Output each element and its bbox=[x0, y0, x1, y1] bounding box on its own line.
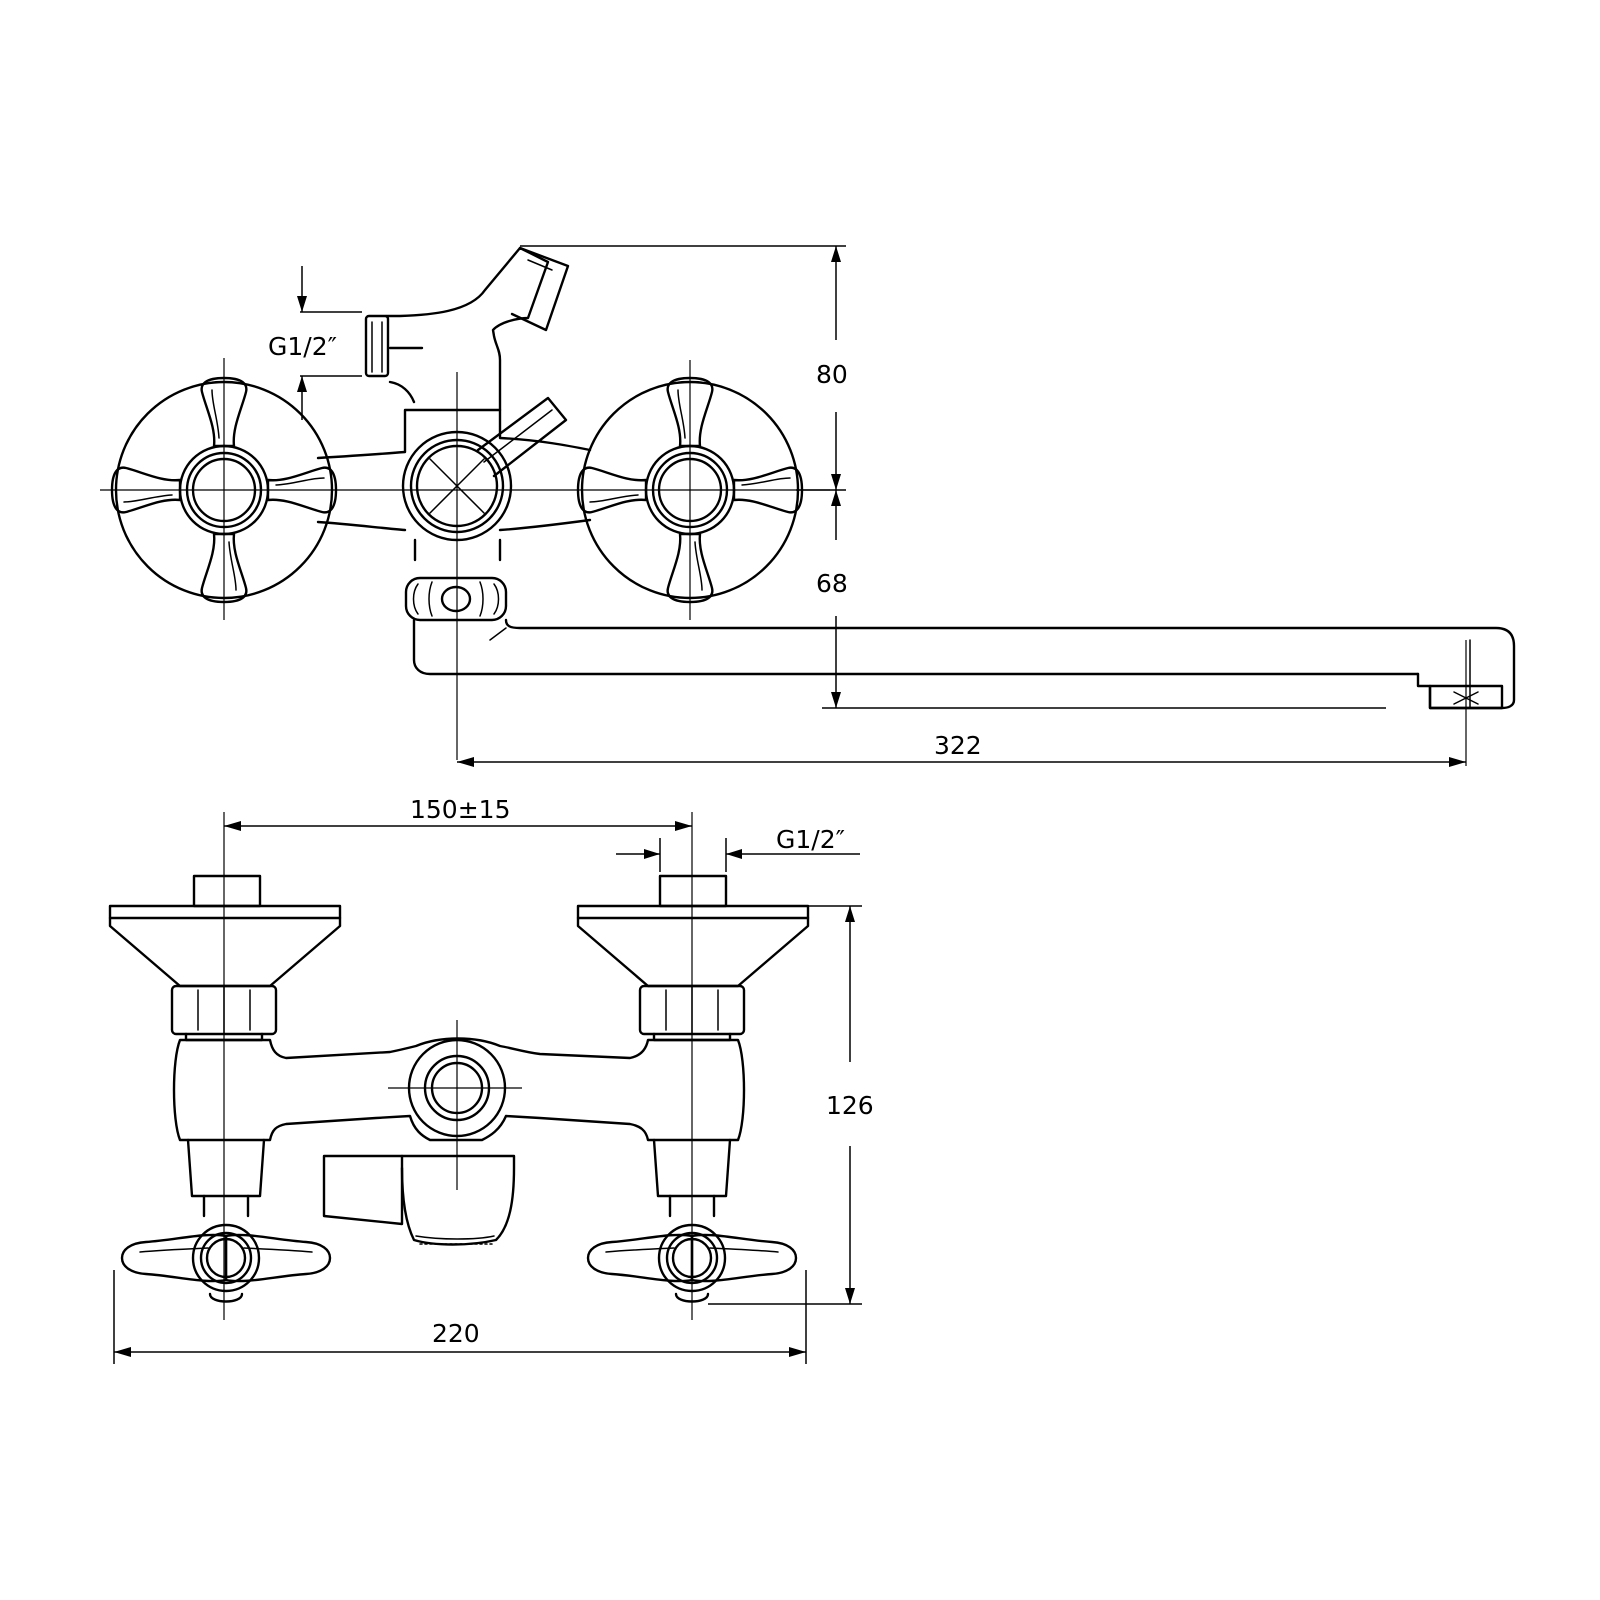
dim-spout-length: 322 bbox=[457, 731, 1466, 767]
mixer-body-front bbox=[172, 1037, 746, 1142]
diverter-dial bbox=[401, 372, 568, 760]
dim-label-spout-length: 322 bbox=[934, 731, 982, 760]
dim-label-thread-bottom: G1/2″ bbox=[776, 825, 845, 854]
left-front-handle bbox=[122, 1225, 330, 1302]
dim-thread-top: G1/2″ bbox=[268, 266, 362, 420]
shower-outlet-connector bbox=[364, 314, 424, 404]
dim-label-spout-height: 68 bbox=[816, 569, 848, 598]
left-connection bbox=[108, 874, 342, 1042]
dim-height-top: 80 bbox=[520, 245, 848, 491]
front-view: 150±15 G1/2″ 126 bbox=[108, 795, 874, 1364]
dim-label-thread-top: G1/2″ bbox=[268, 332, 337, 361]
right-connection bbox=[576, 874, 810, 1042]
left-stem bbox=[186, 1138, 266, 1218]
spout-swivel bbox=[404, 576, 508, 622]
dim-thread-bottom: G1/2″ bbox=[616, 825, 860, 872]
long-spout bbox=[412, 618, 1516, 766]
mixer-body-top bbox=[316, 408, 592, 562]
center-outlet bbox=[407, 1020, 507, 1190]
dim-overall-width: 220 bbox=[113, 1270, 807, 1364]
dim-label-height-top: 80 bbox=[816, 360, 848, 389]
top-view: G1/2″ 80 68 322 bbox=[100, 245, 1516, 767]
dim-label-center-distance: 150±15 bbox=[410, 795, 510, 824]
dim-center-distance: 150±15 bbox=[224, 795, 692, 831]
dim-label-body-depth: 126 bbox=[826, 1091, 874, 1120]
dim-label-overall-width: 220 bbox=[432, 1319, 480, 1348]
dim-spout-height: 68 bbox=[816, 490, 1386, 709]
shower-holder bbox=[384, 246, 570, 412]
diverter-lever-front bbox=[322, 1154, 516, 1246]
dim-body-depth: 126 bbox=[708, 905, 874, 1305]
